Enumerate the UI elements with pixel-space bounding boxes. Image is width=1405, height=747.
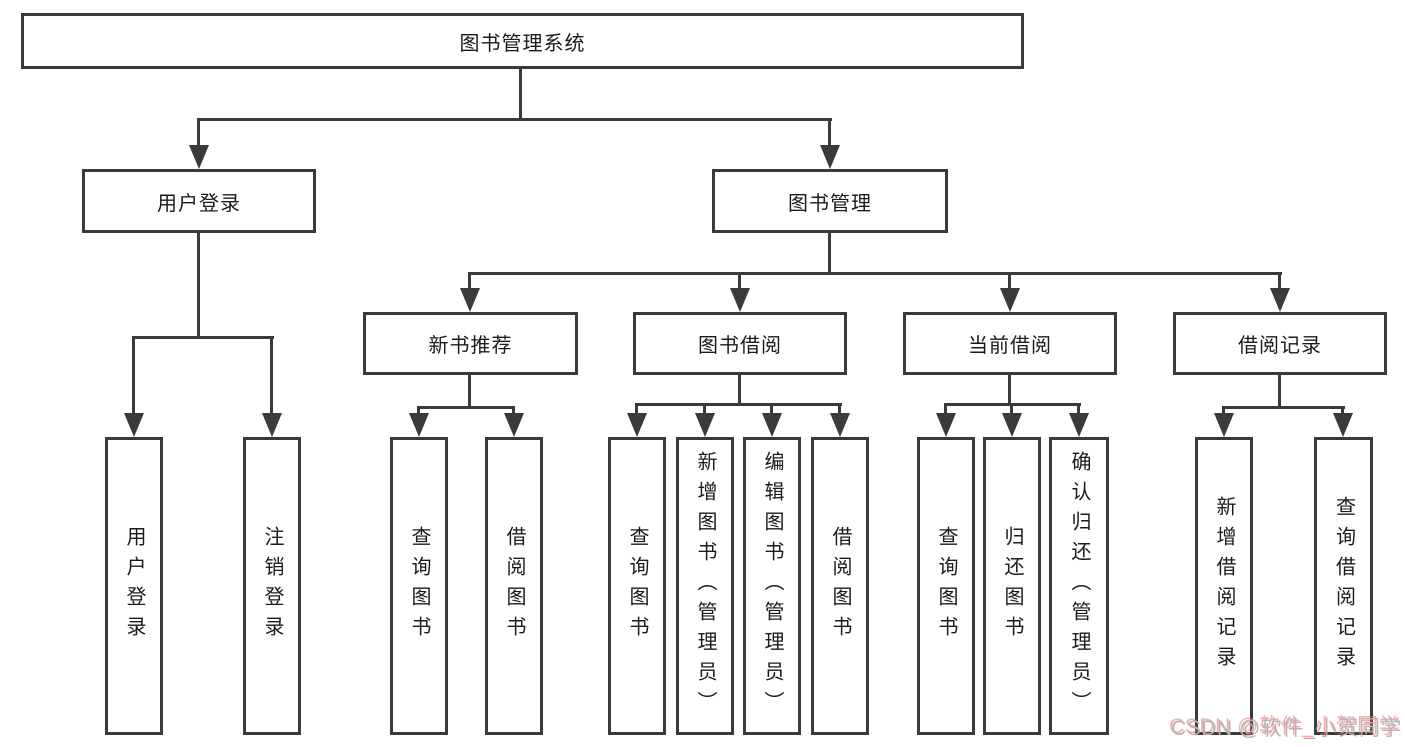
tree-connector [1008,375,1011,406]
leaf-cb-confirm-return-admin: 确认归还（管理员） [1049,437,1109,735]
tree-connector [468,272,471,290]
tree-connector [417,406,420,415]
node-root: 图书管理系统 [21,13,1024,69]
tree-connector [838,403,841,415]
leaf-nb-borrow-books: 借阅图书 [485,437,543,735]
tree-connector [828,118,831,146]
arrowhead-down-icon [1069,413,1089,437]
tree-connector [1010,403,1013,415]
tree-connector [1077,403,1080,415]
tree-connector [1278,272,1281,290]
tree-connector [1278,375,1281,409]
arrowhead-down-icon [262,413,282,437]
node-new-book-recommend: 新书推荐 [363,312,578,375]
arrowhead-down-icon [1000,288,1020,312]
tree-connector [944,403,947,415]
tree-connector [417,406,515,409]
arrowhead-down-icon [1270,288,1290,312]
tree-connector [738,272,741,290]
tree-connector [1341,406,1344,415]
arrowhead-down-icon [124,413,144,437]
leaf-bb-borrow-books: 借阅图书 [811,437,869,735]
leaf-nb-query-books: 查询图书 [390,437,448,735]
tree-connector [1008,272,1011,290]
arrowhead-down-icon [1333,413,1353,437]
leaf-bb-query-books: 查询图书 [608,437,666,735]
arrowhead-down-icon [936,413,956,437]
arrowhead-down-icon [762,413,782,437]
leaf-br-add-record: 新增借阅记录 [1195,437,1253,735]
tree-connector [1222,406,1225,415]
arrowhead-down-icon [1002,413,1022,437]
tree-connector [197,233,200,339]
leaf-cb-return-books: 归还图书 [983,437,1041,735]
leaf-cb-query-books: 查询图书 [917,437,975,735]
arrowhead-down-icon [730,288,750,312]
arrowhead-down-icon [504,413,524,437]
node-current-borrow: 当前借阅 [903,312,1117,375]
arrowhead-down-icon [820,145,840,169]
arrowhead-down-icon [627,413,647,437]
csdn-watermark: CSDN @软件_小贺同学 [1171,717,1402,740]
leaf-user-login: 用户登录 [105,437,163,735]
tree-connector [635,403,638,415]
leaf-logout: 注销登录 [243,437,301,735]
arrowhead-down-icon [189,145,209,169]
tree-connector [132,336,135,415]
node-user-login: 用户登录 [82,169,316,233]
tree-connector [828,233,831,275]
arrowhead-down-icon [460,288,480,312]
tree-connector [132,336,274,339]
tree-connector [738,375,741,406]
tree-connector [770,403,773,415]
tree-connector [197,118,832,121]
tree-connector [468,272,1282,275]
tree-connector [1222,406,1345,409]
leaf-bb-add-books-admin: 新增图书（管理员） [676,437,734,735]
arrowhead-down-icon [830,413,850,437]
arrowhead-down-icon [1214,413,1234,437]
leaf-bb-edit-books-admin: 编辑图书（管理员） [743,437,801,735]
leaf-br-query-record: 查询借阅记录 [1314,437,1373,735]
node-borrow-records: 借阅记录 [1173,312,1387,375]
tree-connector [512,406,515,415]
tree-connector [468,375,471,409]
tree-connector [197,118,200,146]
tree-connector [703,403,706,415]
tree-connector [270,336,273,415]
tree-connector [519,69,522,121]
node-book-management: 图书管理 [712,169,948,233]
tree-connector [635,403,842,406]
node-book-borrow: 图书借阅 [633,312,847,375]
arrowhead-down-icon [409,413,429,437]
arrowhead-down-icon [695,413,715,437]
